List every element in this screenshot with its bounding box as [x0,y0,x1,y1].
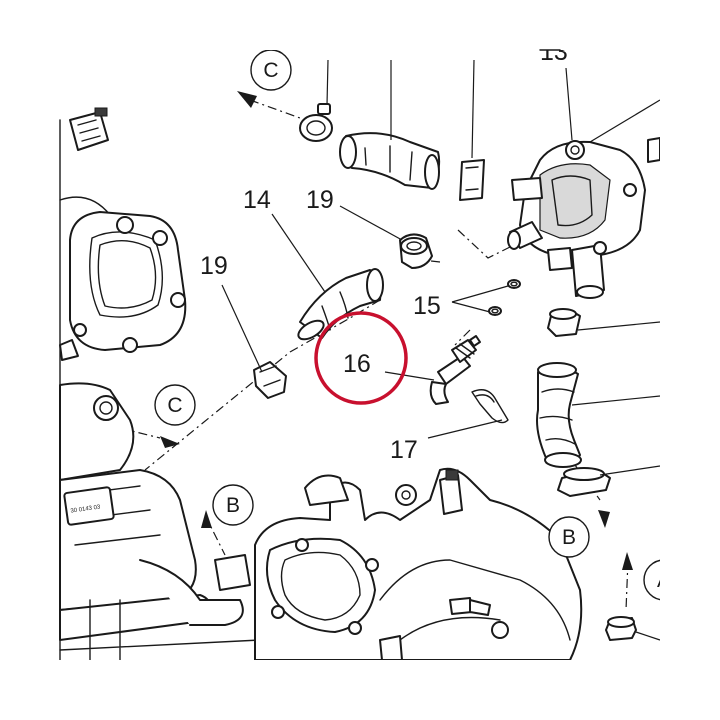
thermostat-housing [507,67,661,299]
crop-mask-top [0,0,720,50]
arrow-a-right [622,552,633,570]
callout-15: 15 [413,292,441,320]
flow-arrows [160,91,633,570]
ref-label-b-right: B [562,526,576,549]
callout-17: 17 [390,436,418,464]
clamp-19-left [253,361,287,399]
upper-hose-assembly [299,59,485,201]
stamp-label: 30 0143 03 [70,504,101,514]
spring-clip-17 [471,389,509,424]
crop-mask-bottom [0,660,720,720]
arrow-b-right [598,510,610,528]
callout-numbers: 13 14 15 16 17 19 19 [200,38,568,464]
callout-16: 16 [343,350,371,378]
o-rings-15 [488,279,521,316]
left-engine-background: 30 0143 03 [59,107,261,661]
ref-label-c-left: C [167,394,182,417]
callout-19-left: 19 [200,252,228,280]
ref-circle-b-mid [212,484,254,526]
hose-14 [297,268,384,341]
lower-right-hose [536,308,661,497]
arrow-c-left [160,436,180,448]
clamp-19-upper [399,233,433,269]
ref-label-c-top: C [263,59,278,82]
arrow-c-top [237,91,257,108]
callout-leaders [221,205,509,439]
temperature-sensor-16 [429,335,481,405]
crop-mask-right [660,0,720,720]
engine-case [254,467,583,661]
arrow-b-mid [201,510,212,528]
bottom-right-ring [605,616,661,641]
callout-19-upper: 19 [306,186,334,214]
callout-14: 14 [243,186,271,214]
highlight-circle-part-16 [314,311,408,405]
ref-circle-b-right [548,516,590,558]
ref-circle-c-left [154,384,196,426]
ref-label-b-mid: B [226,494,240,517]
